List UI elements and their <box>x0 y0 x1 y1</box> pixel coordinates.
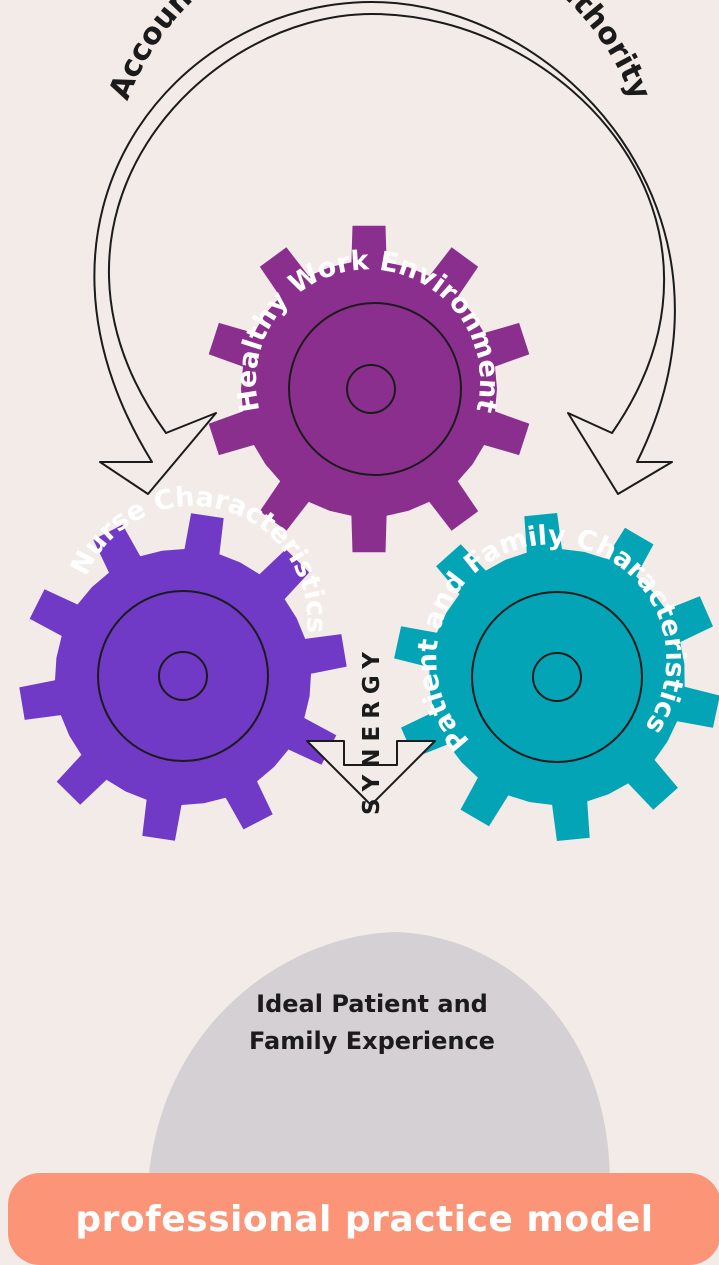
banner-label: professional practice model <box>75 1198 654 1240</box>
gear-body <box>208 225 530 553</box>
synergy-label: SYNERGY <box>359 645 385 815</box>
healthy-work-environment-gear: Healthy Work Environment <box>208 225 530 553</box>
synergy-arrow-shape <box>306 740 436 806</box>
gear-body <box>394 513 719 841</box>
feedback-arc-arrow <box>93 1 676 495</box>
gear-body <box>19 513 347 841</box>
outcome-dome <box>148 932 610 1185</box>
gear-hub <box>346 364 396 414</box>
gear-ring <box>97 590 269 762</box>
gear-ring <box>471 591 643 763</box>
gear-hub <box>532 652 582 702</box>
model-banner: professional practice model <box>8 1173 719 1265</box>
outcome-line-2: Family Experience <box>249 1027 495 1055</box>
outcome-line-1: Ideal Patient and <box>256 990 488 1018</box>
patient-family-characteristics-gear: Patient and Family Characteristics <box>394 513 719 841</box>
nurse-characteristics-gear: Nurse Characteristics <box>19 482 347 841</box>
gear-ring <box>288 302 462 476</box>
gear-hub <box>158 651 208 701</box>
